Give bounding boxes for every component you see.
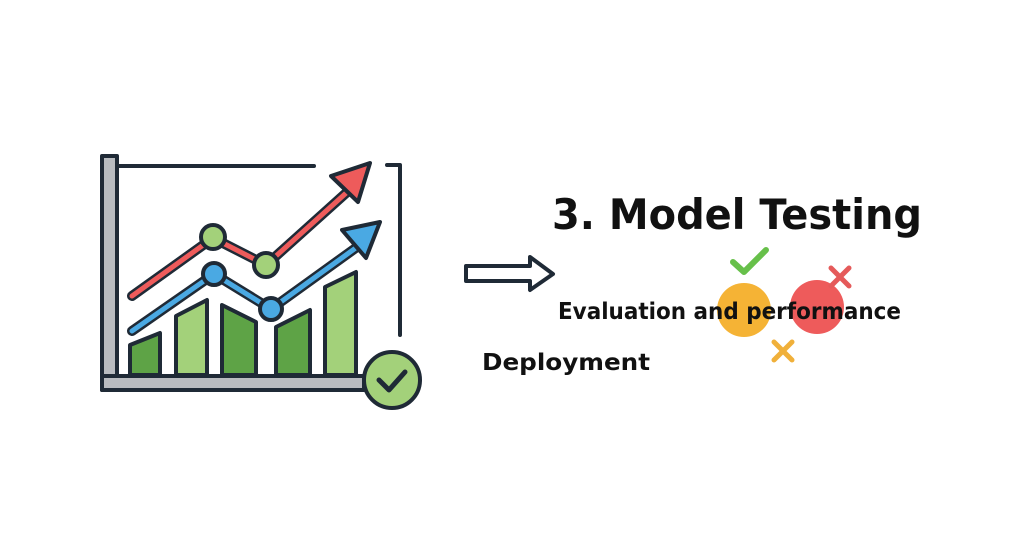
chart-bar <box>128 331 162 377</box>
orange-circle <box>717 283 771 337</box>
chart-bar <box>174 298 209 377</box>
next-step-label: Deployment <box>482 350 650 376</box>
data-point <box>199 223 227 251</box>
cross-mark-icon <box>771 339 795 363</box>
data-point <box>201 261 227 287</box>
right-arrow-icon <box>464 255 555 292</box>
chart-bar <box>220 303 258 377</box>
data-point <box>252 251 280 279</box>
chart-axis-bottom <box>100 374 366 392</box>
growth-chart-icon <box>100 154 422 410</box>
subtitle: Evaluation and performance <box>558 299 901 325</box>
check-badge-icon <box>362 350 422 410</box>
check-mark-icon <box>730 247 769 275</box>
red-trend-line <box>127 161 372 301</box>
blue-trend-line <box>127 220 382 336</box>
data-point <box>258 296 284 322</box>
chart-bar <box>274 308 312 377</box>
chart-bar <box>323 270 358 377</box>
red-circle <box>790 280 844 334</box>
cross-mark-icon <box>828 265 852 289</box>
blue-arrow-head <box>340 220 382 260</box>
page-title: 3. Model Testing <box>552 190 922 239</box>
red-arrow-head <box>329 161 372 204</box>
chart-frame-right <box>385 163 402 337</box>
chart-axis-left <box>100 154 119 392</box>
